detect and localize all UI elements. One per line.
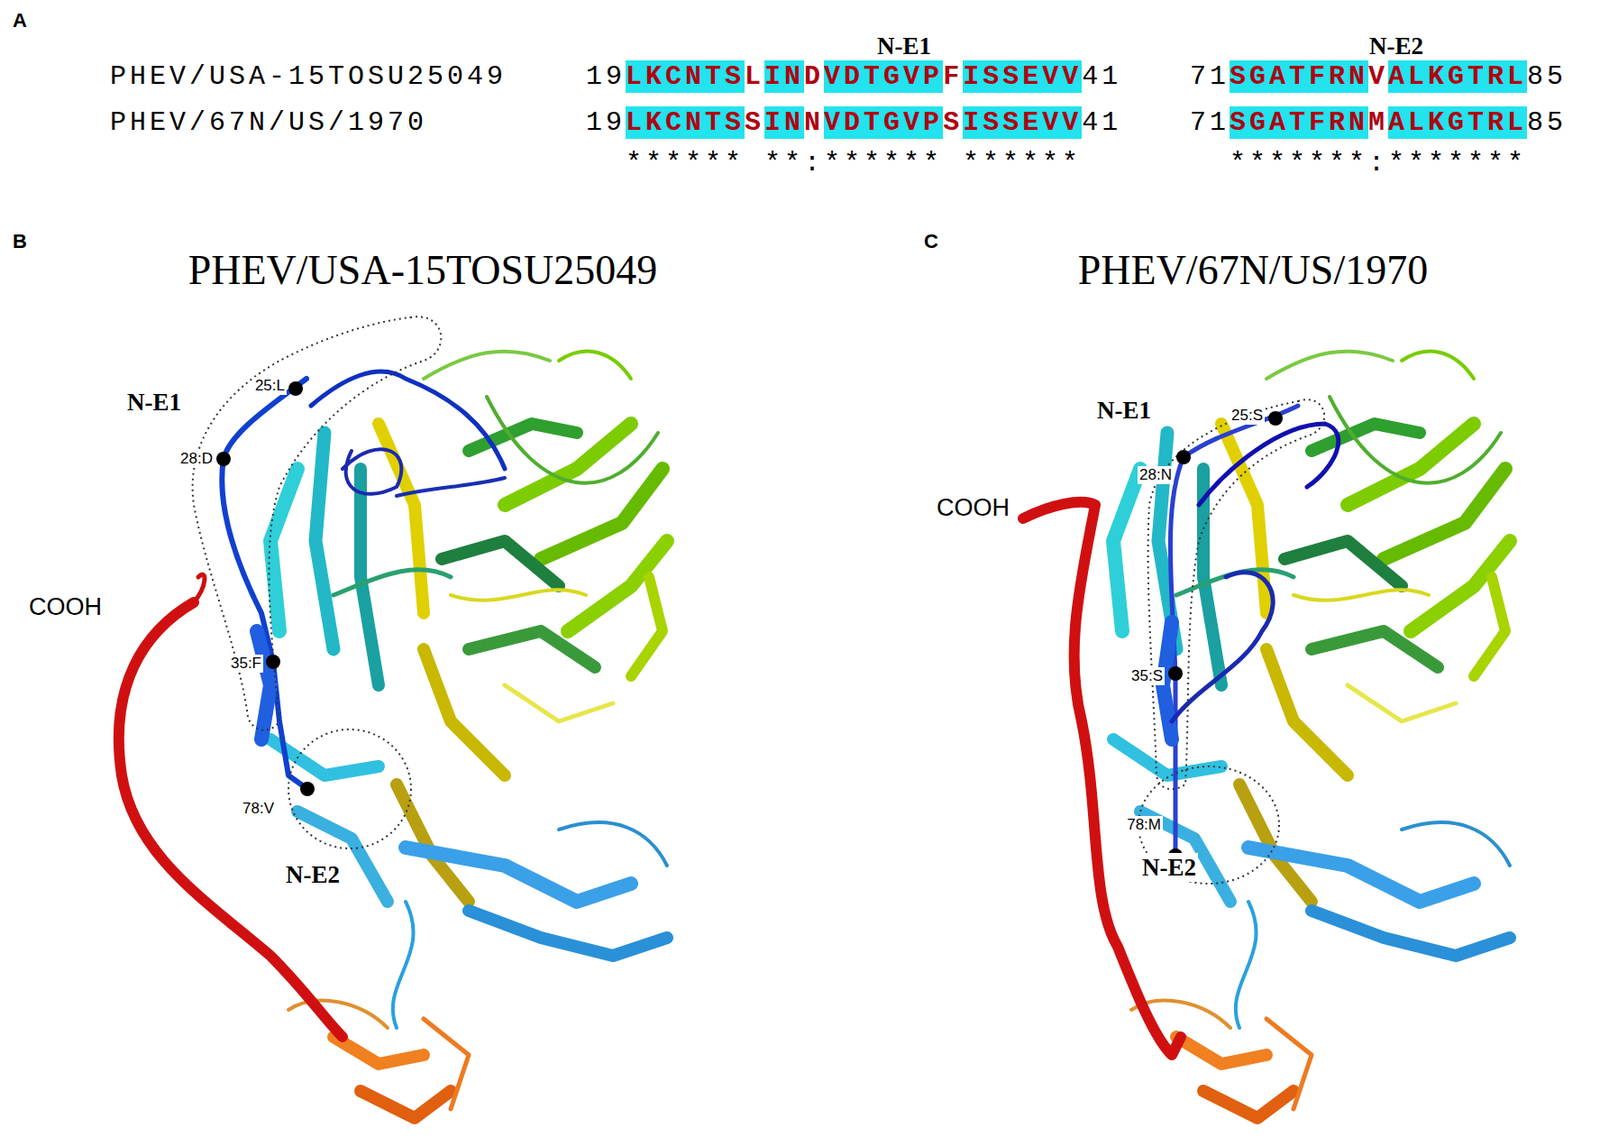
sequence-segment: ALKGTRL	[1388, 106, 1527, 139]
sequence-segment: ISSEVV	[962, 106, 1082, 139]
epitope-label: N-E1	[125, 387, 183, 417]
position-number: 71	[1189, 106, 1230, 139]
residue-label: 25:L	[253, 376, 287, 395]
sequence-row: 19LKCNTSLINDVDTGVPFISSEVV41	[585, 60, 1122, 93]
sequence-segment: ISSEVV	[962, 60, 1082, 93]
n-terminal-region	[221, 378, 308, 789]
residue-dot	[1168, 666, 1183, 681]
residue-label: 78:M	[1124, 815, 1163, 834]
residue-label: 28:D	[178, 449, 215, 468]
panel-title: PHEV/67N/US/1970	[1078, 245, 1428, 295]
strain-name: PHEV/67N/US/1970	[109, 106, 428, 139]
sequence-row: 19LKCNTSSINNVDTGVPSISSEVV41	[585, 106, 1122, 139]
protein-core	[270, 351, 668, 1118]
epitope-label: N-E2	[1140, 852, 1198, 882]
sequence-segment: F	[942, 60, 963, 93]
residue-dot	[1176, 449, 1191, 465]
residue-dot	[1268, 411, 1283, 426]
n-terminal-region	[342, 448, 402, 494]
panel-letter: C	[923, 229, 939, 254]
epitope-outline	[192, 316, 442, 730]
sequence-segment: S	[744, 106, 765, 139]
panel-title: PHEV/USA-15TOSU25049	[188, 245, 659, 295]
residue-label: 78:V	[240, 799, 276, 818]
strain-name: PHEV/USA-15TOSU25049	[109, 60, 507, 93]
residue-label: 35:S	[1129, 667, 1165, 686]
protein-core	[1113, 351, 1510, 1118]
residue-label: 28:N	[1137, 466, 1174, 485]
residue-label: 25:S	[1229, 406, 1265, 425]
sequence-segment: SGATFRN	[1229, 106, 1369, 139]
residue-label: 35:F	[228, 654, 264, 673]
sequence-segment: VDTGVP	[823, 106, 943, 139]
n-terminal-region	[1198, 423, 1339, 505]
n-terminal-region	[1170, 405, 1299, 856]
panel-letter: B	[12, 229, 28, 254]
sequence-segment: S	[942, 106, 963, 139]
n-terminal-region	[396, 477, 505, 496]
position-number: 85	[1526, 106, 1567, 139]
sequence-segment: LKCNTS	[625, 60, 745, 93]
residue-dot	[216, 451, 231, 467]
conservation-line: *******:*******	[1229, 146, 1527, 180]
sequence-segment: ALKGTRL	[1388, 60, 1527, 93]
residue-dot	[300, 781, 315, 796]
position-number: 71	[1189, 60, 1230, 93]
n-terminal-region	[118, 371, 1339, 1055]
sequence-segment: M	[1368, 106, 1389, 139]
terminus-label: COOH	[936, 493, 1010, 522]
sequence-segment: L	[744, 60, 765, 93]
sequence-segment: D	[804, 60, 824, 93]
position-number: 41	[1081, 60, 1122, 93]
epitope-heading: N-E2	[1369, 31, 1424, 61]
sequence-segment: VDTGVP	[823, 60, 943, 93]
sequence-row: 71SGATFRNMALKGTRL85	[1189, 106, 1567, 139]
n-terminal-region	[310, 371, 505, 469]
residue-dot	[216, 381, 1283, 863]
epitope-label: N-E1	[1095, 395, 1153, 425]
epitope-outline	[288, 729, 412, 849]
n-terminal-region	[118, 602, 343, 1037]
position-number: 85	[1526, 60, 1567, 93]
sequence-segment: N	[804, 106, 824, 139]
sequence-segment: V	[1368, 60, 1389, 93]
n-terminal-region	[256, 630, 271, 740]
epitope-heading: N-E1	[877, 31, 932, 61]
position-number: 19	[585, 106, 626, 139]
sequence-row: 71SGATFRNVALKGTRL85	[1189, 60, 1567, 93]
residue-dot	[288, 381, 303, 396]
terminus-label: COOH	[28, 592, 102, 622]
epitope-outline	[1148, 399, 1326, 789]
sequence-segment: LKCNTS	[625, 106, 745, 139]
position-number: 41	[1081, 106, 1122, 139]
conservation-line: ****** **:****** ******	[625, 146, 1082, 180]
residue-dot	[265, 654, 281, 669]
sequence-segment: IN	[764, 106, 805, 139]
epitope-label: N-E2	[283, 859, 342, 889]
position-number: 19	[585, 60, 626, 93]
sequence-segment: SGATFRN	[1229, 60, 1369, 93]
sequence-segment: IN	[764, 60, 805, 93]
panel-letter: A	[12, 9, 28, 33]
epitope-outline	[192, 316, 1326, 884]
